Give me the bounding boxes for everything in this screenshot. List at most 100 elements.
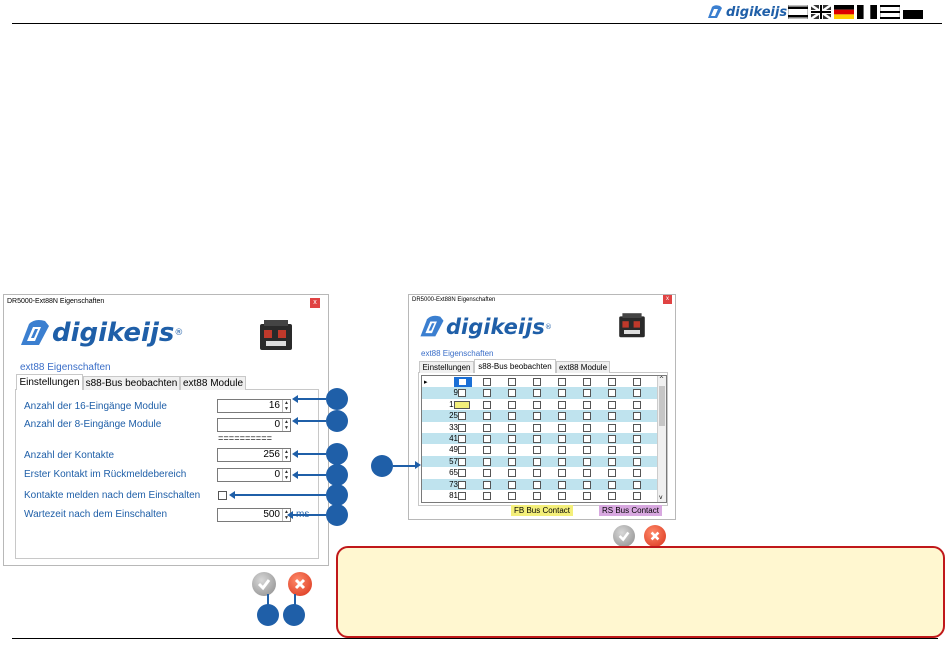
contact-checkbox[interactable] — [583, 480, 591, 489]
contact-checkbox[interactable] — [633, 457, 641, 466]
contact-checkbox[interactable] — [583, 435, 591, 443]
netherlands-flag-icon[interactable] — [788, 5, 808, 19]
contact-checkbox[interactable] — [583, 492, 591, 500]
contact-checkbox[interactable] — [483, 480, 491, 489]
stepper-arrows-icon[interactable]: ▲▼ — [282, 400, 290, 412]
contact-checkbox[interactable] — [483, 389, 491, 398]
left-tab-ext88-module[interactable]: ext88 Module — [180, 376, 246, 390]
contact-checkbox[interactable] — [533, 492, 541, 500]
left-ok-button[interactable] — [252, 572, 276, 596]
contact-checkbox[interactable] — [558, 480, 566, 489]
contact-checkbox[interactable] — [583, 423, 591, 432]
contact-checkbox[interactable] — [633, 446, 641, 455]
stepper-arrows-icon[interactable]: ▲▼ — [282, 469, 290, 481]
contact-checkbox[interactable] — [608, 435, 616, 443]
contact-checkbox[interactable] — [583, 378, 591, 386]
contact-checkbox[interactable] — [483, 446, 491, 455]
right-ok-button[interactable] — [613, 525, 635, 547]
contact-checkbox[interactable] — [508, 480, 516, 489]
contact-checkbox[interactable] — [633, 412, 641, 421]
contact-checkbox[interactable] — [508, 400, 516, 409]
contact-checkbox[interactable] — [608, 480, 616, 489]
contact-checkbox[interactable] — [483, 378, 491, 386]
contact-checkbox[interactable] — [583, 412, 591, 421]
italy-flag-icon[interactable] — [857, 5, 877, 19]
contact-checkbox[interactable] — [558, 492, 566, 500]
contact-checkbox[interactable] — [483, 423, 491, 432]
contact-checkbox[interactable] — [583, 446, 591, 455]
contact-checkbox[interactable] — [458, 412, 466, 421]
contact-checkbox[interactable] — [508, 423, 516, 432]
contact-checkbox[interactable] — [633, 378, 641, 386]
scroll-up-icon[interactable]: ^ — [659, 376, 665, 383]
germany-flag-icon[interactable] — [834, 5, 854, 19]
contact-checkbox[interactable] — [508, 492, 516, 500]
contact-checkbox[interactable] — [633, 435, 641, 443]
contact-checkbox[interactable] — [583, 400, 591, 409]
contact-checkbox[interactable] — [533, 423, 541, 432]
contact-checkbox[interactable] — [533, 457, 541, 466]
first-contact-stepper[interactable]: 0 ▲▼ — [217, 468, 291, 482]
contact-checkbox[interactable] — [558, 412, 566, 421]
contact-checkbox[interactable] — [533, 480, 541, 489]
contact-checkbox[interactable] — [633, 423, 641, 432]
contact-checkbox[interactable] — [583, 457, 591, 466]
contact-checkbox[interactable] — [458, 446, 466, 455]
contact-checkbox[interactable] — [533, 446, 541, 455]
wait-stepper[interactable]: 500 ▲▼ — [217, 508, 291, 522]
contact-checkbox[interactable] — [483, 492, 491, 500]
contact-checkbox[interactable] — [558, 423, 566, 432]
contact-checkbox[interactable] — [608, 412, 616, 421]
left-close-button[interactable]: x — [310, 298, 320, 308]
contact-checkbox[interactable] — [608, 446, 616, 455]
contact-checkbox[interactable] — [583, 469, 591, 478]
left-cancel-button[interactable] — [288, 572, 312, 596]
contact-checkbox[interactable] — [633, 469, 641, 478]
contact-checkbox[interactable] — [508, 378, 516, 386]
contacts-stepper[interactable]: 256 ▲▼ — [217, 448, 291, 462]
report-checkbox[interactable] — [218, 491, 227, 500]
grid-scrollbar[interactable]: ^ v — [657, 376, 666, 502]
luxembourg-flag-icon[interactable] — [880, 5, 900, 19]
contact-checkbox[interactable] — [608, 492, 616, 500]
contact-checkbox[interactable] — [558, 435, 566, 443]
scroll-down-icon[interactable]: v — [659, 494, 663, 501]
contact-checkbox[interactable] — [608, 400, 616, 409]
stepper-arrows-icon[interactable]: ▲▼ — [282, 419, 290, 431]
right-cancel-button[interactable] — [644, 525, 666, 547]
contact-checkbox[interactable] — [508, 389, 516, 398]
uk-flag-icon[interactable] — [811, 5, 831, 19]
contact-checkbox[interactable] — [583, 389, 591, 398]
contact-checkbox[interactable] — [633, 389, 641, 398]
contact-checkbox[interactable] — [483, 457, 491, 466]
contact-checkbox[interactable] — [608, 469, 616, 478]
left-tab-einstellungen[interactable]: Einstellungen — [16, 374, 83, 390]
contact-checkbox[interactable] — [458, 480, 466, 489]
contact-checkbox[interactable] — [458, 469, 466, 478]
contact-checkbox[interactable] — [608, 378, 616, 386]
scrollbar-thumb[interactable] — [659, 386, 665, 426]
contact-checkbox[interactable] — [558, 457, 566, 466]
contact-checkbox[interactable] — [458, 435, 466, 443]
contact-checkbox[interactable] — [533, 412, 541, 421]
contact-checkbox[interactable] — [458, 457, 466, 466]
contact-checkbox[interactable] — [633, 480, 641, 489]
contact-checkbox[interactable] — [558, 469, 566, 478]
contact-checkbox[interactable] — [533, 435, 541, 443]
contact-checkbox[interactable] — [558, 446, 566, 455]
right-tab-einstellungen[interactable]: Einstellungen — [419, 361, 474, 373]
contact-checkbox[interactable] — [558, 400, 566, 409]
right-tab-ext88-module[interactable]: ext88 Module — [556, 361, 610, 373]
contact-checkbox[interactable] — [458, 423, 466, 432]
stepper-arrows-icon[interactable]: ▲▼ — [282, 449, 290, 461]
left-tab-s88-bus[interactable]: s88-Bus beobachten — [83, 376, 180, 390]
contact-checkbox[interactable] — [454, 400, 470, 409]
contact-checkbox[interactable] — [633, 400, 641, 409]
contact-checkbox[interactable] — [483, 435, 491, 443]
contact-checkbox[interactable] — [508, 412, 516, 421]
contact-checkbox[interactable] — [608, 457, 616, 466]
contact-checkbox[interactable] — [454, 377, 472, 387]
contact-checkbox[interactable] — [458, 492, 466, 500]
contact-checkbox[interactable] — [483, 400, 491, 409]
stepper-arrows-icon[interactable]: ▲▼ — [282, 509, 290, 521]
